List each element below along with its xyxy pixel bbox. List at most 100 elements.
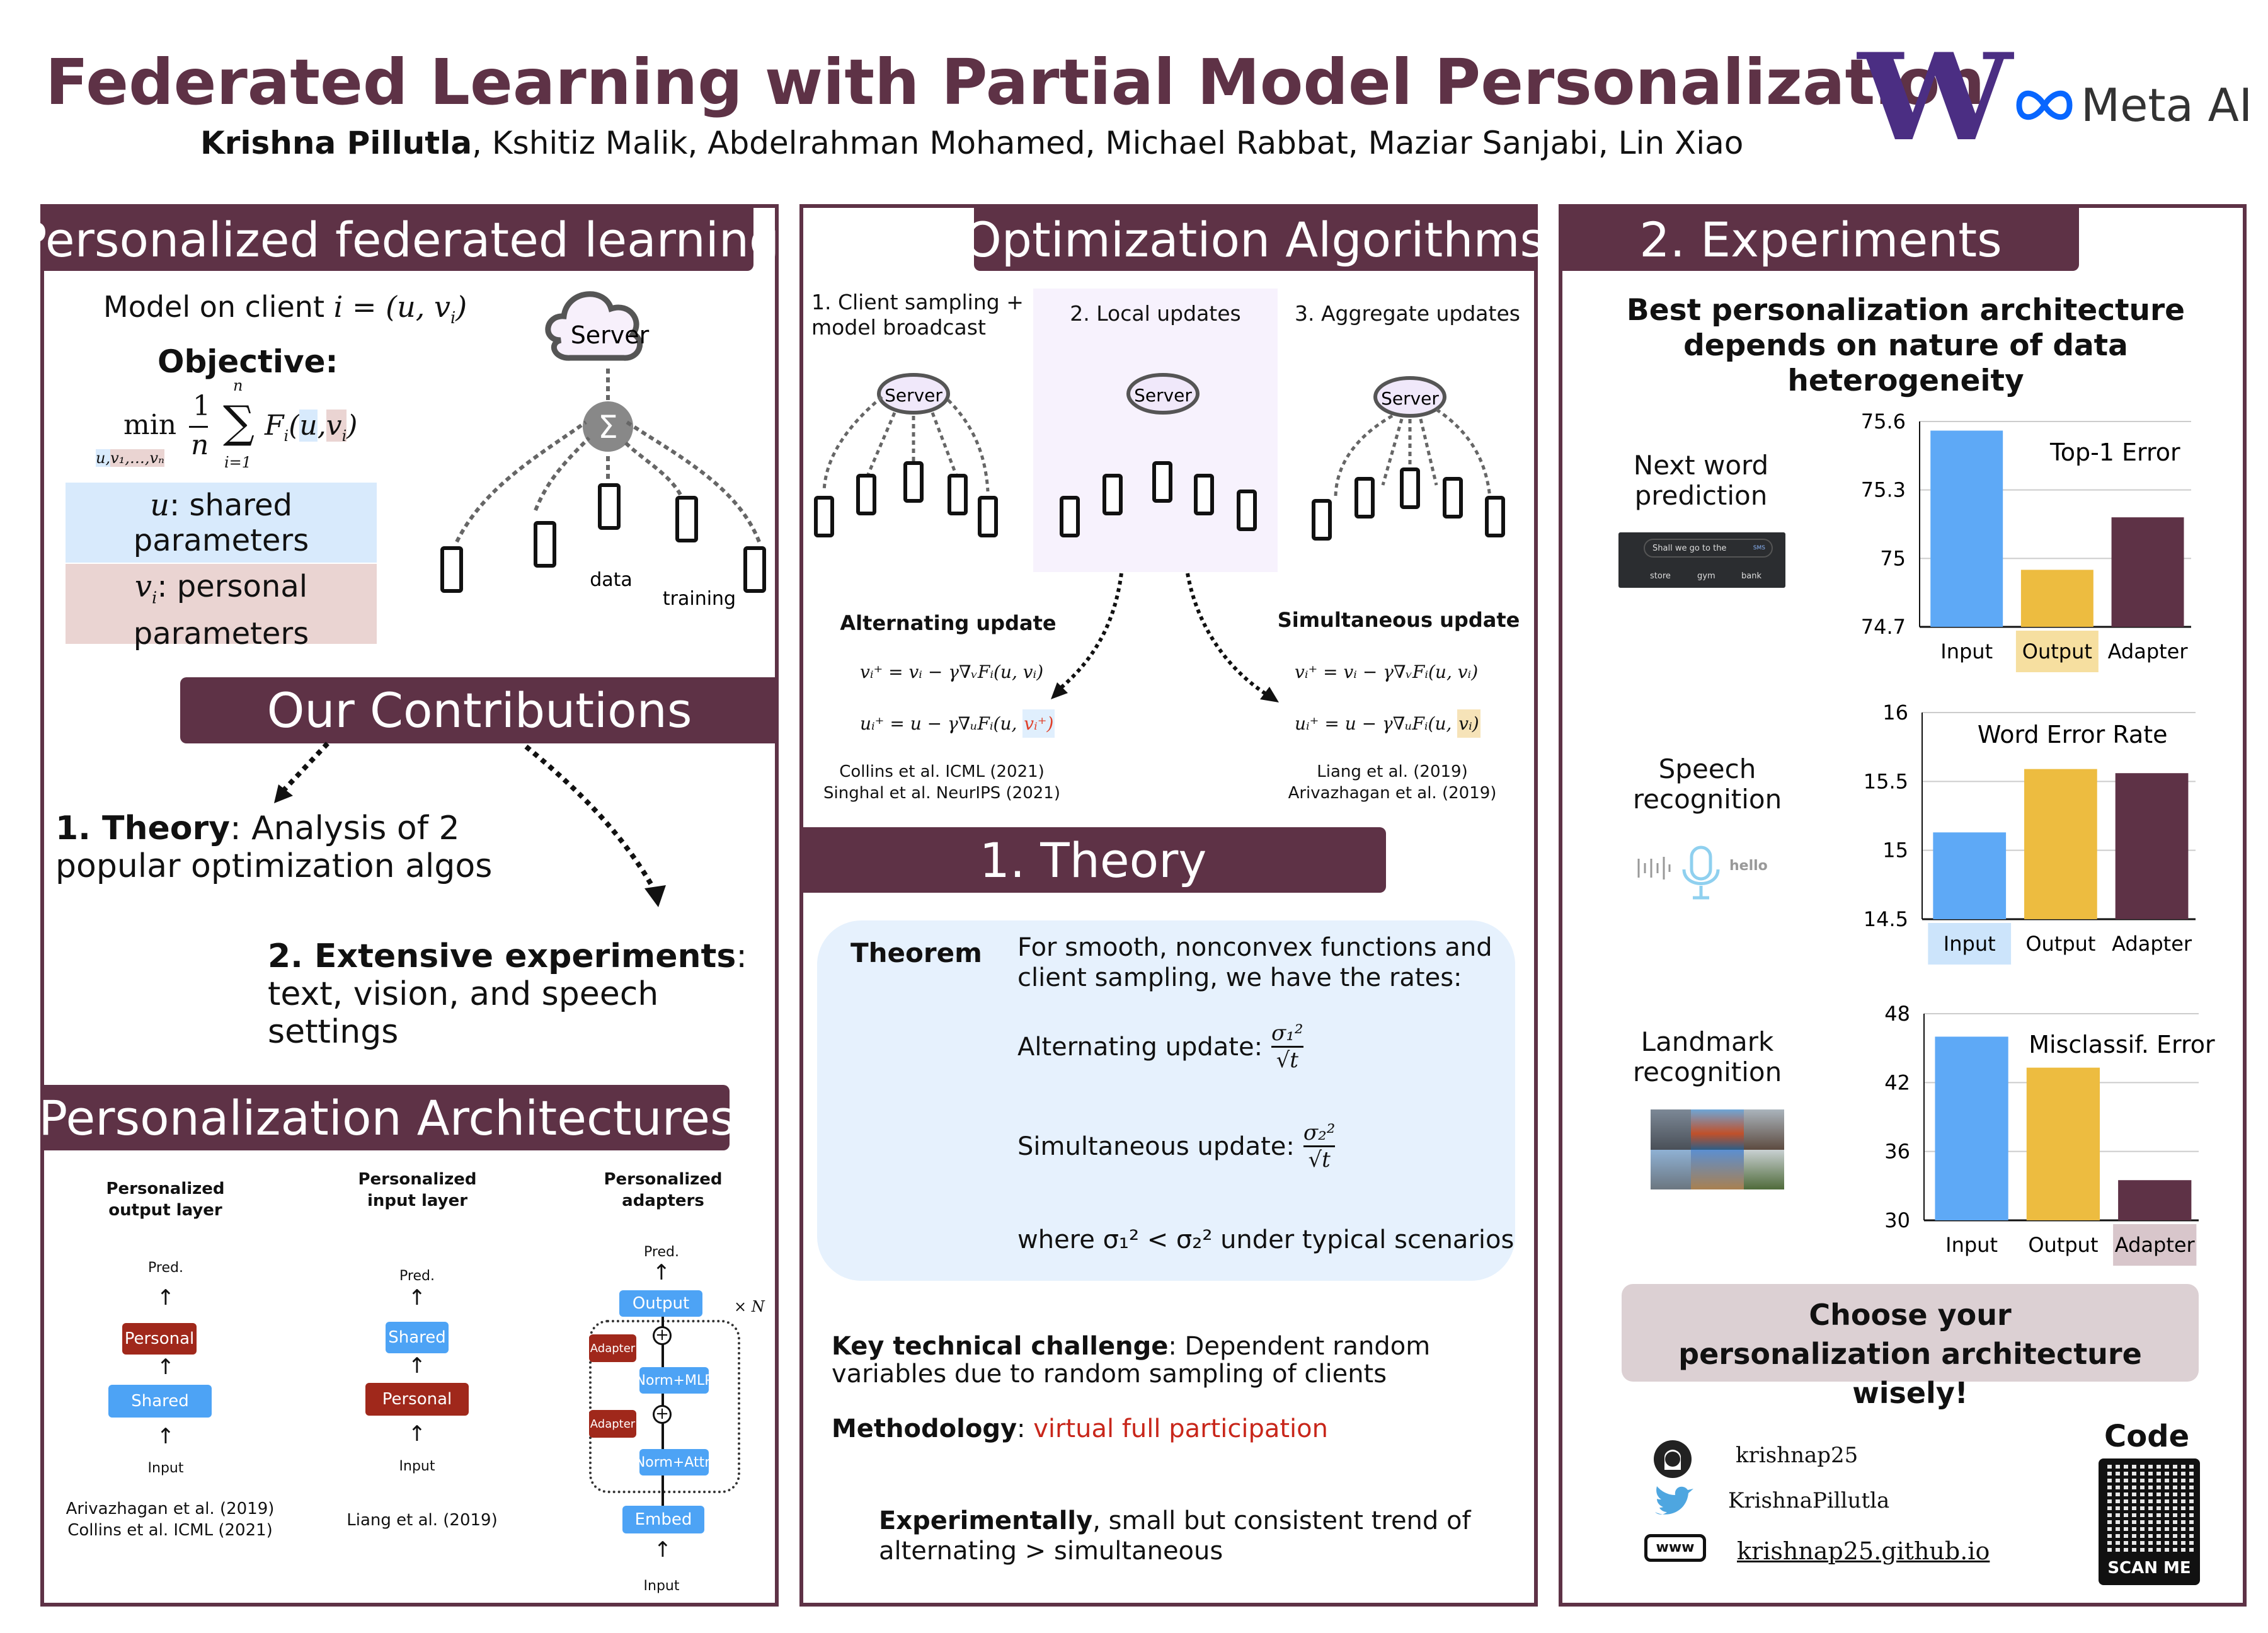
experiments-heading: 2. Experiments [1562, 208, 2079, 271]
challenge-bold: Key technical challenge [832, 1332, 1169, 1361]
ref: Singhal et al. NeurIPS (2021) [823, 784, 1060, 803]
x-tick-label: Output [2028, 1233, 2098, 1257]
opt-step1: 1. Client sampling + model broadcast [811, 290, 1024, 340]
arch-col1-refs: Arivazhagan et al. (2019) Collins et al. … [63, 1498, 277, 1541]
frac-bar [189, 426, 208, 428]
x-label-highlight [2113, 1224, 2197, 1266]
where-text: where σ₁² < σ₂² under typical scenarios [1017, 1225, 1515, 1254]
personal-var: vi [134, 569, 158, 608]
y-tick-label: 36 [1884, 1140, 1910, 1164]
experiments-subtitle: Best personalization architecture depend… [1626, 293, 2185, 398]
arch-col3-input: Input [643, 1578, 680, 1594]
arch-col1-pred: Pred. [148, 1260, 183, 1276]
arrow-up-icon: ↑ [652, 1260, 671, 1285]
arch-col2-shared: Shared [386, 1322, 449, 1353]
landmark-photo [1691, 1109, 1744, 1150]
model-eq-wrap: i = (u, vi) [333, 290, 467, 328]
chart-title: Word Error Rate [1978, 721, 2168, 748]
x-tick-label: Input [1940, 639, 1993, 663]
task-landmark: Landmark recognition [1632, 1026, 1782, 1087]
kb-suggestion: gym [1697, 571, 1715, 581]
min-sub-v: v₁,…,vₙ [110, 449, 164, 467]
training-label: training [663, 588, 736, 610]
arch-col1-personal: Personal [122, 1323, 197, 1355]
arrow-up-icon: ↑ [408, 1353, 427, 1378]
ref: Arivazhagan et al. (2019) [66, 1499, 275, 1518]
alt-rate: Alternating update:σ₁²√t [1017, 1021, 1303, 1073]
x-tick-label: Output [2022, 639, 2092, 663]
fi-symbol: F [265, 410, 284, 442]
add-node-icon: + [653, 1326, 672, 1345]
frac-num: 1 [193, 390, 210, 422]
x-tick-label: Input [1945, 1233, 1998, 1257]
poster-title: Federated Learning with Partial Model Pe… [45, 45, 1985, 119]
arch-col2-input: Input [399, 1458, 435, 1474]
fl-server-diagram: Server Σ data training [440, 291, 766, 610]
challenge-body: : Dependent random variables due to rand… [832, 1332, 1431, 1389]
x-tick-label: Adapter [2115, 1233, 2196, 1257]
kb-suggestion: bank [1741, 571, 1761, 581]
x-tick-label: Input [1944, 932, 1996, 956]
arch-col1-title: Personalized output layer [106, 1179, 225, 1220]
architectures-heading: Personalization Architectures [38, 1085, 735, 1150]
contributions-heading: Our Contributions [180, 677, 779, 743]
challenge-text: Key technical challenge: Dependent rando… [832, 1332, 1512, 1388]
sim-eq-u-highlight: vᵢ) [1457, 709, 1480, 738]
server-cloud-icons [877, 373, 1446, 418]
meta-ai-text: Meta AI [2081, 79, 2253, 132]
y-tick-label: 16 [1882, 701, 1908, 725]
qr-scan-me: SCAN ME [2107, 1559, 2191, 1578]
bar-adapter [2118, 1180, 2192, 1220]
takeaway-box: Choose your personalization architecture… [1622, 1284, 2199, 1410]
alt-rate-label: Alternating update: [1017, 1032, 1263, 1062]
landmark-photo [1651, 1109, 1692, 1150]
landmark-images [1651, 1109, 1784, 1189]
repeat-n: × N [734, 1298, 765, 1315]
ref: Collins et al. ICML (2021) [67, 1521, 273, 1540]
arch-col3-embed: Embed [622, 1506, 704, 1533]
sim-rate-label: Simultaneous update: [1017, 1132, 1295, 1161]
speech-word: hello [1729, 858, 1768, 874]
sigma-aggregator-icon [583, 401, 633, 452]
pfl-heading: Personalized federated learning [18, 208, 779, 271]
y-tick-label: 42 [1884, 1070, 1910, 1094]
task-next-word: Next word prediction [1633, 450, 1769, 511]
github-icon [1654, 1440, 1692, 1478]
experimentally-bold: Experimentally [879, 1506, 1093, 1535]
alt-update-title: Alternating update [840, 611, 1057, 635]
kb-text: Shall we go to the [1652, 544, 1727, 553]
github-link[interactable]: krishnap25 [1736, 1443, 1858, 1468]
landmark-photo [1691, 1149, 1744, 1189]
alt-rate-num: σ₁² [1271, 1021, 1303, 1048]
alt-eq-u: uᵢ⁺ = u − γ∇ᵤFᵢ(u, vᵢ⁺) [860, 709, 1055, 738]
twitter-link[interactable]: KrishnaPillutla [1728, 1488, 1890, 1513]
model-eq: i = (u, v [333, 290, 450, 324]
min-sub-u: u, [96, 449, 111, 467]
phone-icons [814, 461, 1505, 541]
website-link[interactable]: krishnap25.github.io [1737, 1537, 1990, 1565]
bar-input [1933, 832, 2007, 919]
arrow-up-icon: ↑ [408, 1285, 427, 1310]
arrow-up-icon: ↑ [653, 1537, 672, 1562]
x-label-highlight [2015, 631, 2099, 672]
sim-update-title: Simultaneous update [1277, 608, 1520, 632]
arrow-up-icon: ↑ [408, 1421, 427, 1447]
x-tick-label: Output [2025, 932, 2095, 956]
task-speech: Speech recognition [1632, 753, 1782, 815]
objective-formula: min u,v₁,…,vₙ 1 n n ∑ i=1 Fi(u,vi) [94, 377, 378, 479]
y-tick-label: 75.6 [1861, 410, 1906, 433]
methodology-body: virtual full participation [1033, 1414, 1328, 1443]
arch-col3-norm-mlp: Norm+MLP [636, 1367, 713, 1394]
ref: Liang et al. (2019) [1317, 762, 1468, 781]
add-node-icon: + [653, 1405, 672, 1424]
landmark-photo [1651, 1149, 1692, 1189]
microphone-icon [1682, 845, 1720, 900]
contrib-item-theory: 1. Theory: Analysis of 2 popular optimiz… [55, 810, 559, 885]
fl-rounds-diagram: Server Server Server [814, 373, 1505, 541]
qr-code[interactable]: SCAN ME [2099, 1458, 2200, 1585]
y-tick-label: 75.3 [1861, 478, 1906, 502]
